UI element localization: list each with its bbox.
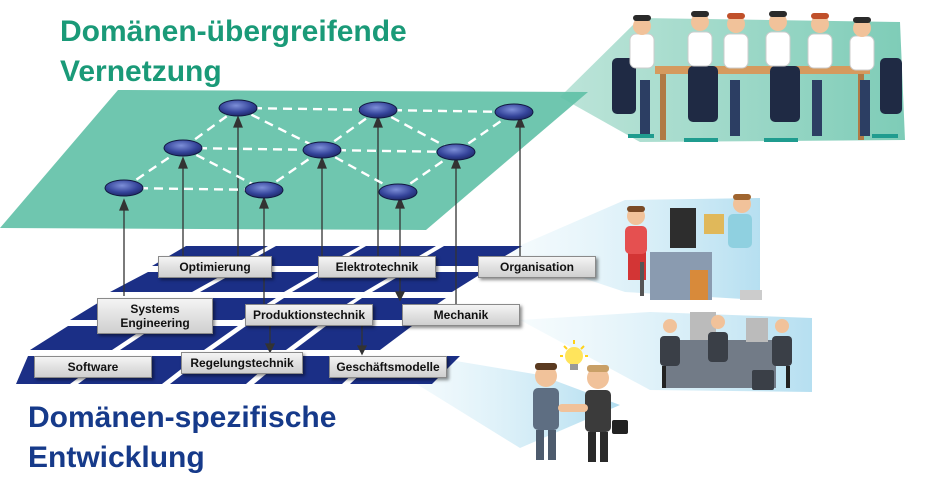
title-line: Vernetzung: [60, 55, 222, 88]
network-links: [123, 106, 515, 194]
label-systems-engineering: Systems Engineering: [97, 298, 213, 334]
lightbulb-icon: [560, 340, 588, 370]
network-node: [494, 103, 534, 121]
vertical-connectors: [119, 115, 525, 356]
office-workers-illustration: [625, 194, 762, 300]
network-node: [436, 143, 476, 161]
network-node: [244, 181, 284, 199]
title-domain-specific: Domänen-spezifische Entwicklung: [28, 398, 336, 478]
label-organisation: Organisation: [478, 256, 596, 278]
network-nodes: [104, 99, 534, 201]
network-plane: [0, 90, 588, 230]
title-line: Domänen-übergreifende: [60, 15, 407, 48]
beam-bottom: [402, 360, 620, 448]
label-produktionstechnik: Produktionstechnik: [245, 304, 373, 326]
label-software: Software: [34, 356, 152, 378]
label-geschaeftsmodelle: Geschäftsmodelle: [329, 356, 447, 378]
team-meeting-illustration: [612, 11, 902, 142]
title-line: Entwicklung: [28, 441, 205, 474]
network-node: [378, 183, 418, 201]
network-node: [163, 139, 203, 157]
title-domain-crossing: Domänen-übergreifende Vernetzung: [60, 12, 407, 92]
network-node: [218, 99, 258, 117]
label-elektrotechnik: Elektrotechnik: [318, 256, 436, 278]
network-node: [302, 141, 342, 159]
network-node: [104, 179, 144, 197]
open-office-illustration: [660, 312, 792, 390]
label-mechanik: Mechanik: [402, 304, 520, 326]
network-node: [358, 101, 398, 119]
label-regelungstechnik: Regelungstechnik: [181, 352, 303, 374]
label-optimierung: Optimierung: [158, 256, 272, 278]
handshake-illustration: [533, 340, 628, 462]
title-line: Domänen-spezifische: [28, 401, 337, 434]
